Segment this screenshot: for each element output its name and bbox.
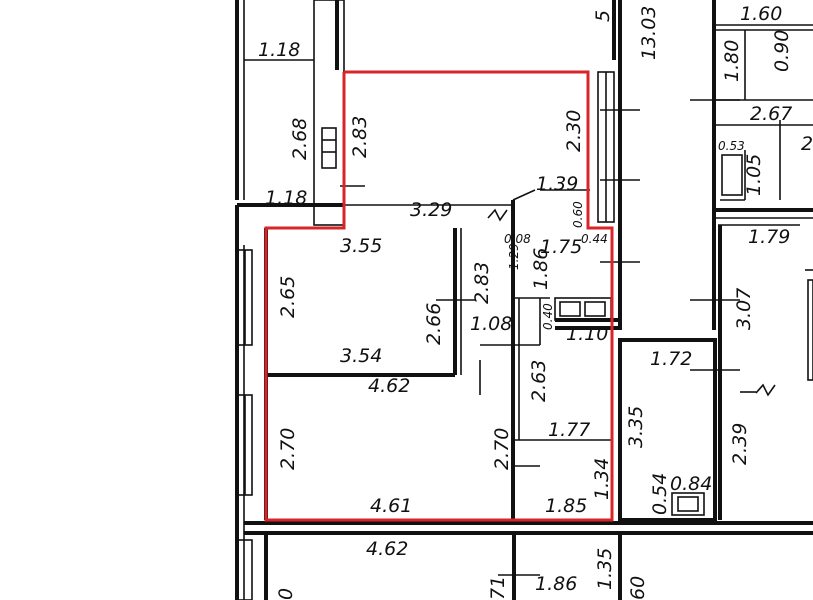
dim-label: 3.54 [340,345,382,367]
dim-label: 2.63 [528,360,550,402]
dim-label: 0.53 [718,139,745,153]
dim-label: 2.39 [729,423,751,465]
dim-label: 1.75 [540,236,582,258]
dim-label: 0.44 [581,232,608,246]
dim-label: 1.79 [748,226,790,248]
dim-label: 2.30 [563,110,585,152]
dim-label: 5 [592,10,614,22]
dim-label: 2 [801,133,813,155]
dim-label: 4.62 [366,538,408,560]
dim-label: 1.80 [721,40,743,82]
dim-label: 2.68 [289,118,311,160]
dim-label: 1.72 [650,348,692,370]
dim-label: 1.18 [258,39,300,61]
dim-label: 1.34 [591,458,613,500]
dim-label: 4.61 [370,495,412,517]
dim-label: 60 [627,576,649,600]
dim-label: 2.66 [423,303,445,345]
dim-label: 1.18 [265,187,307,209]
dim-label: 0.60 [571,201,585,228]
dim-label: 1.77 [548,419,590,441]
dim-label: 1.35 [594,548,616,590]
dim-label: 3.35 [625,406,647,448]
dim-label: 3.07 [733,288,755,330]
dim-label: 1.39 [536,173,578,195]
dim-label: 2.83 [471,262,493,304]
dim-label: 3.29 [410,199,452,221]
dim-label: 0.08 [504,232,531,246]
dim-label: 2.67 [750,103,792,125]
dim-label: 0.84 [670,473,712,495]
dim-label: 1.10 [566,323,608,345]
dim-label: 0 [275,588,297,600]
dim-label: 1.86 [535,573,577,595]
dim-label: 13.03 [638,6,660,60]
dim-label: 0.54 [649,473,671,515]
building-walls [235,0,813,600]
dim-label: 1.08 [470,313,512,335]
dim-label: 0.90 [771,30,793,72]
dim-label: 1.29 [507,243,521,270]
dim-label: 2.70 [277,428,299,470]
apartment-outline [264,70,614,522]
dim-label: 1.05 [743,154,765,196]
dim-label: 1.60 [740,3,782,25]
dim-label: 71 [487,576,509,600]
dim-label: 2.70 [491,428,513,470]
dim-label: 1.85 [545,495,587,517]
dim-label: 4.62 [368,375,410,397]
dim-label: 2.83 [349,116,371,158]
dim-label: 2.65 [277,276,299,318]
dim-label: 0.40 [541,303,555,330]
dim-label: 3.55 [340,235,382,257]
dimension-labels: 1.18 2.68 2.83 1.18 3.29 2.30 1.39 0.60 … [258,3,813,600]
dim-label: 1.86 [530,248,552,290]
